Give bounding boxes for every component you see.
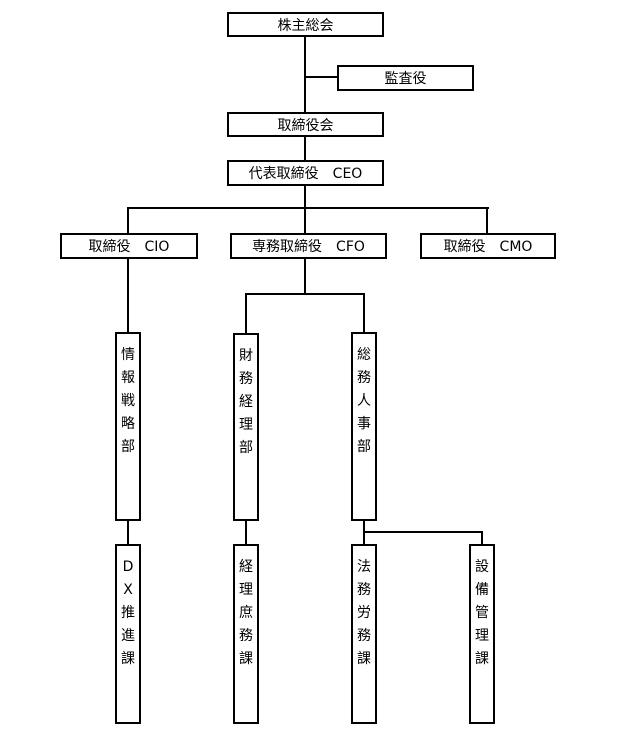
node-cio: 取締役 CIO	[60, 233, 198, 259]
node-label-char: 理	[239, 582, 253, 598]
node-ga-hr-dept: 総務人事部	[351, 332, 377, 521]
connector-line	[245, 520, 247, 545]
node-cmo: 取締役 CMO	[420, 233, 556, 259]
node-label-char: 課	[357, 651, 371, 667]
node-label-char: 事	[357, 416, 371, 432]
node-label-char: 管	[475, 605, 489, 621]
node-label-char: 課	[239, 651, 253, 667]
node-label-char: 経	[239, 559, 253, 575]
node-label-char: 情	[121, 347, 135, 363]
node-finance-dept: 財務経理部	[233, 333, 259, 521]
node-label-char: 略	[121, 416, 135, 432]
node-label: 代表取締役 CEO	[248, 166, 363, 182]
node-ceo: 代表取締役 CEO	[227, 160, 384, 186]
node-label: 専務取締役 CFO	[252, 239, 365, 255]
connector-line	[304, 136, 306, 160]
node-legal-labor-section: 法務労務課	[351, 544, 377, 724]
node-label-char: 部	[121, 439, 135, 455]
node-board: 取締役会	[227, 112, 384, 137]
node-label-char: 労	[357, 605, 371, 621]
connector-line	[304, 258, 306, 294]
node-auditor: 監査役	[337, 65, 474, 91]
node-cfo: 専務取締役 CFO	[230, 233, 387, 259]
node-label-char: D	[122, 559, 134, 575]
connector-line	[481, 531, 483, 545]
node-label-char: 総	[357, 347, 371, 363]
node-facility-section: 設備管理課	[469, 544, 495, 724]
node-label-char: 経	[239, 394, 253, 410]
node-label: 取締役会	[277, 117, 334, 134]
node-label-char: 部	[357, 439, 371, 455]
connector-line	[127, 207, 129, 233]
node-label-char: 部	[239, 440, 253, 456]
node-label-char: 財	[239, 348, 253, 364]
node-label-char: 務	[239, 628, 253, 644]
connector-line	[245, 293, 247, 333]
node-label-char: X	[123, 582, 133, 598]
connector-line	[127, 520, 129, 545]
node-label: 株主総会	[277, 17, 334, 34]
connector-line	[127, 207, 489, 209]
node-accounting-section: 経理庶務課	[233, 544, 259, 724]
node-label: 監査役	[384, 71, 427, 87]
node-label-char: 進	[121, 628, 135, 644]
node-label-char: 設	[475, 559, 489, 575]
node-label-char: 戦	[121, 393, 135, 409]
node-label: 取締役 CMO	[443, 239, 533, 255]
node-it-strategy-dept: 情報戦略部	[115, 332, 141, 521]
node-label-char: 務	[357, 628, 371, 644]
connector-line	[363, 293, 365, 333]
connector-line	[363, 531, 483, 533]
node-label-char: 務	[239, 371, 253, 387]
node-label-char: 庶	[239, 605, 253, 621]
node-label-char: 推	[121, 605, 135, 621]
node-label: 取締役 CIO	[88, 239, 170, 255]
node-shareholders-meeting: 株主総会	[227, 12, 384, 37]
node-label-char: 人	[357, 393, 371, 409]
node-label-char: 理	[475, 628, 489, 644]
connector-line	[304, 36, 306, 112]
connector-line	[245, 293, 365, 295]
node-label-char: 備	[475, 582, 489, 598]
node-label-char: 務	[357, 370, 371, 386]
node-label-char: 課	[121, 651, 135, 667]
node-label-char: 課	[475, 651, 489, 667]
connector-line	[486, 207, 488, 233]
node-label-char: 理	[239, 417, 253, 433]
node-label-char: 務	[357, 582, 371, 598]
connector-line	[304, 185, 306, 233]
node-label-char: 法	[357, 559, 371, 575]
connector-line	[127, 258, 129, 333]
connector-line	[304, 76, 337, 78]
node-label-char: 報	[121, 370, 135, 386]
